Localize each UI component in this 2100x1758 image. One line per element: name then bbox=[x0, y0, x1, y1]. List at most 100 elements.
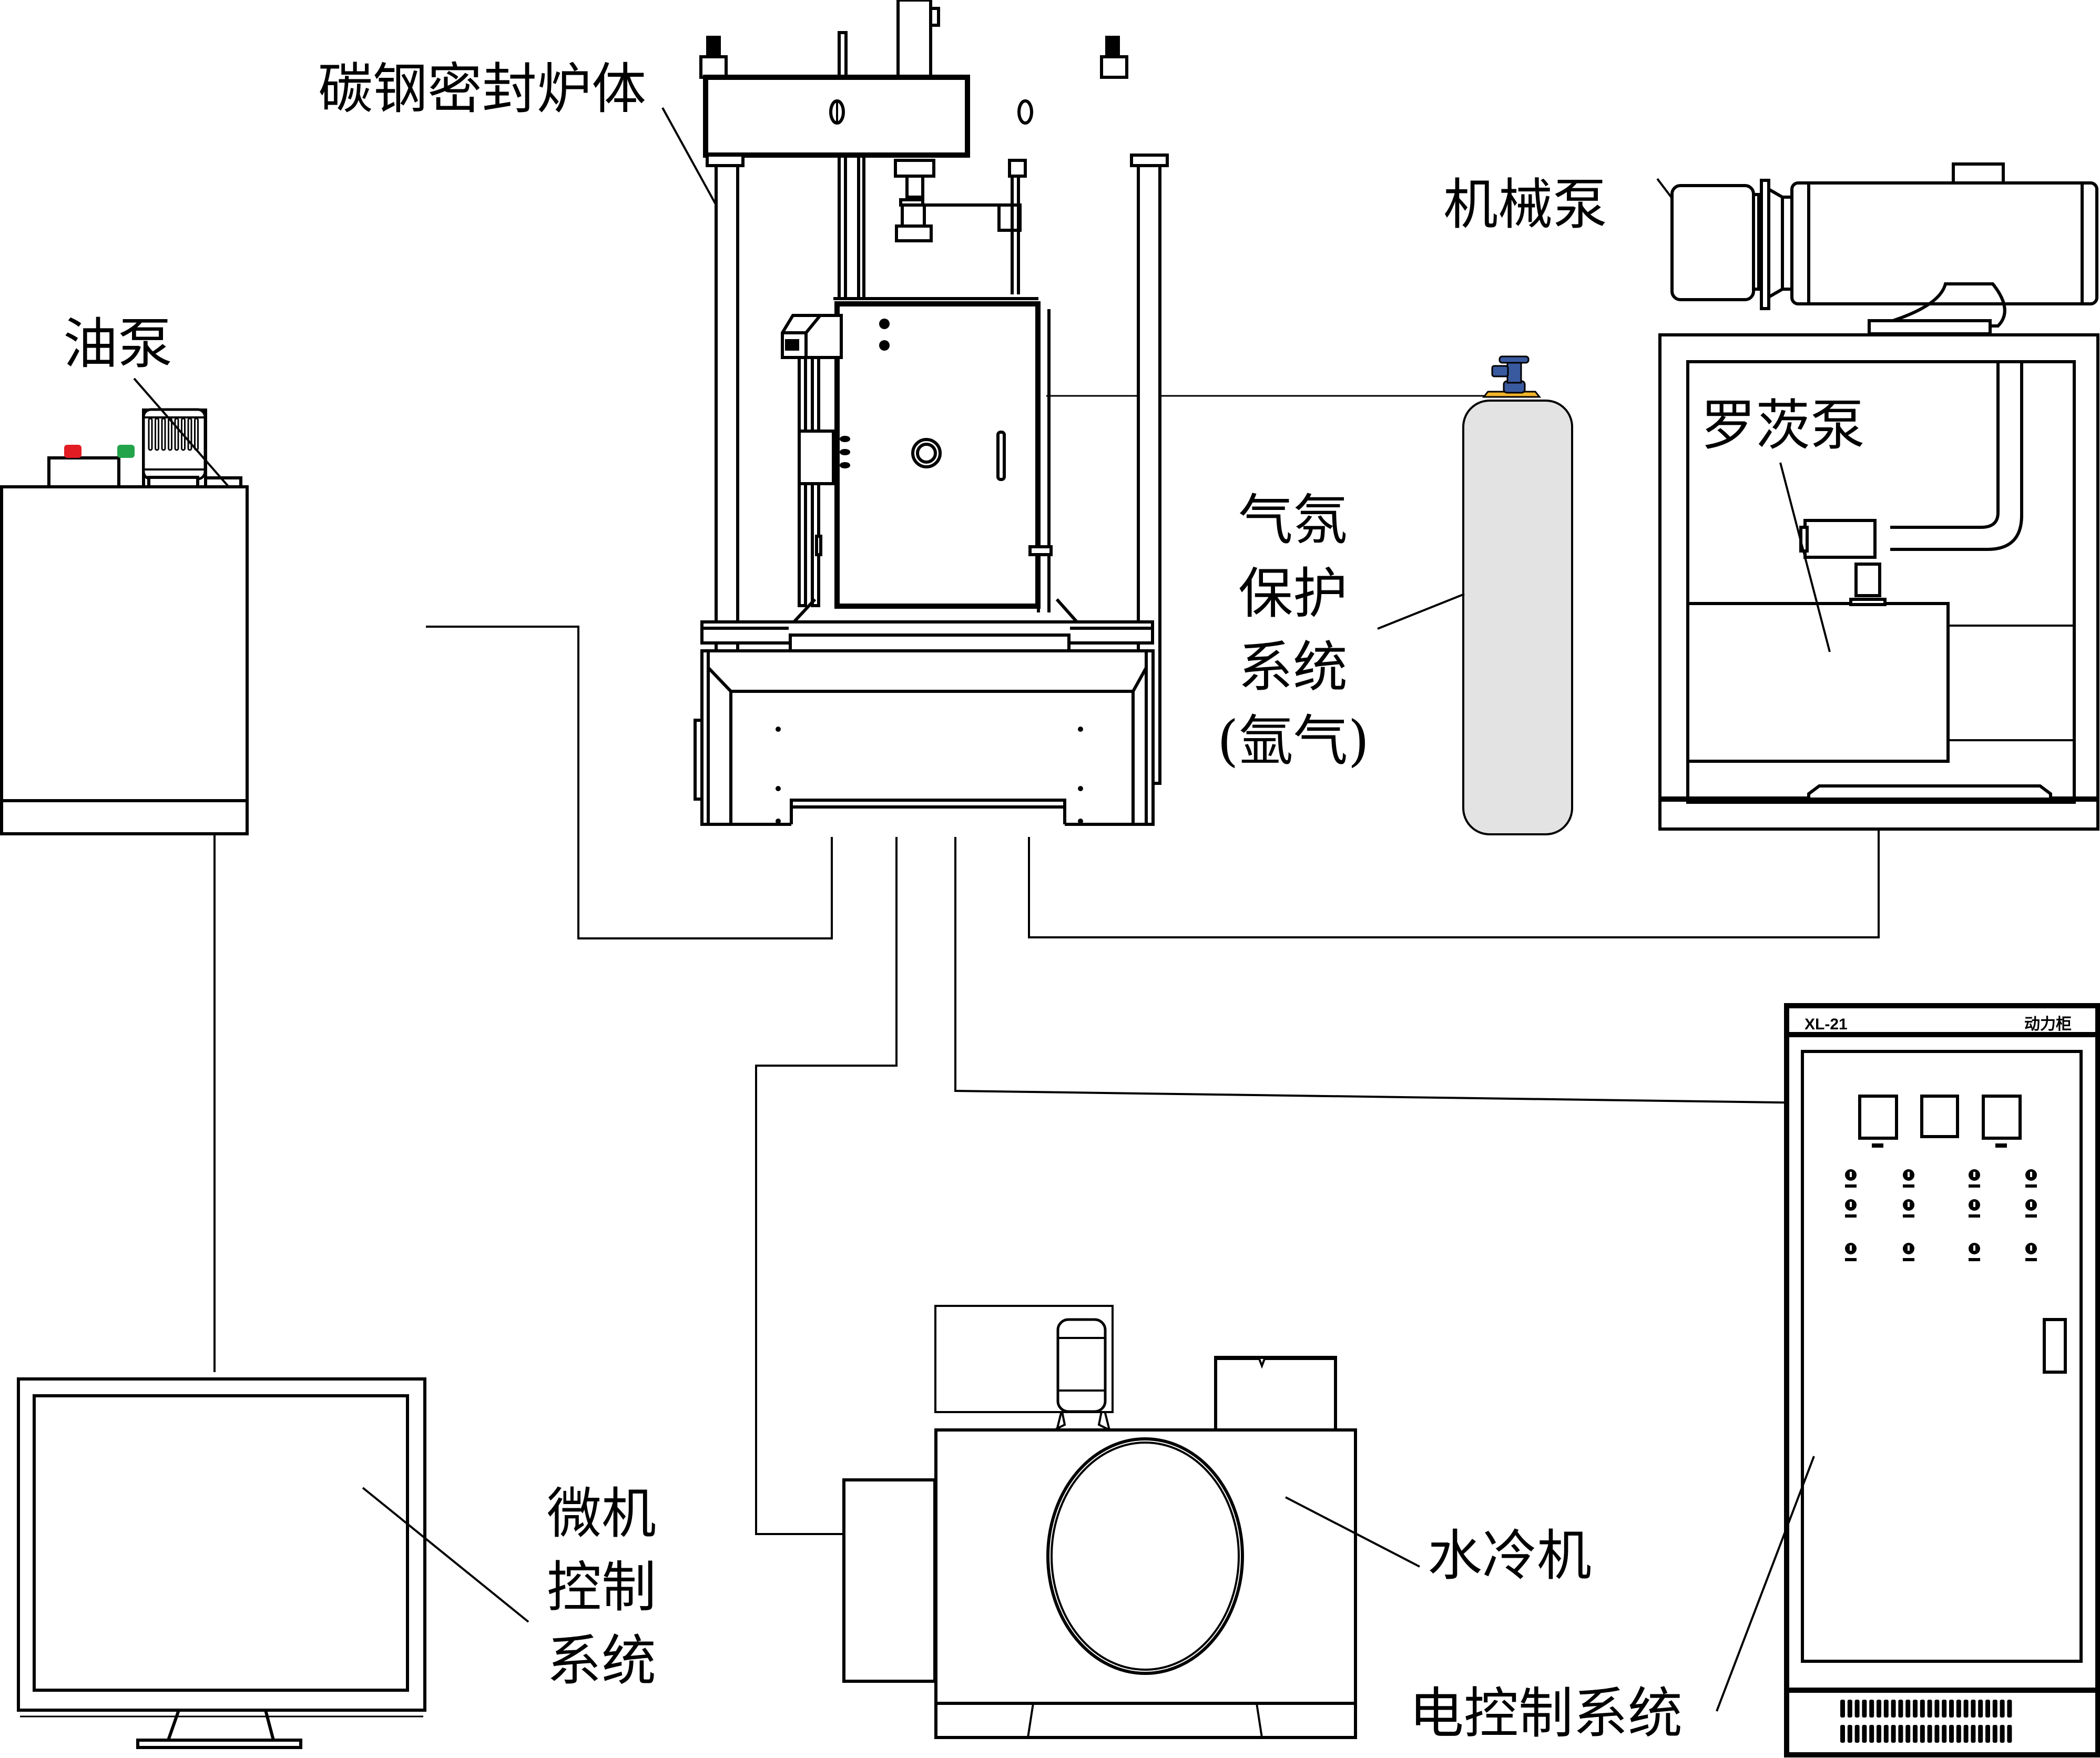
cabinet-door[interactable] bbox=[1801, 1050, 2083, 1663]
light-highlight bbox=[1850, 1202, 1852, 1207]
start-button[interactable] bbox=[117, 445, 135, 458]
vent-slot bbox=[1949, 1700, 1954, 1718]
chiller-body bbox=[934, 1428, 1357, 1739]
vent-slot bbox=[1934, 1700, 1940, 1718]
vent-slot bbox=[1985, 1725, 1990, 1743]
vent-slot bbox=[2000, 1700, 2005, 1718]
label-furnace: 碳钢密封炉体 bbox=[318, 57, 646, 121]
cabinet-handle[interactable] bbox=[2043, 1318, 2067, 1374]
motor-fin bbox=[148, 417, 153, 451]
vent-slot bbox=[1898, 1725, 1903, 1743]
argon-cylinder[interactable] bbox=[1462, 355, 1573, 835]
vent-slot bbox=[1847, 1725, 1852, 1743]
vent-slot bbox=[1854, 1725, 1860, 1743]
cabinet-vents bbox=[1840, 1700, 2012, 1743]
vent-slot bbox=[1978, 1700, 1983, 1718]
vent-slot bbox=[1840, 1700, 1845, 1718]
light-base bbox=[1845, 1214, 1857, 1218]
vent-slot bbox=[1862, 1725, 1867, 1743]
vent-slot bbox=[1862, 1700, 1867, 1718]
vent-slot bbox=[1949, 1725, 1954, 1743]
vent-slot bbox=[2000, 1725, 2005, 1743]
connection-lines bbox=[213, 395, 1880, 1535]
chiller-side-box bbox=[842, 1478, 936, 1683]
label-gas-line-3: 系统 bbox=[1238, 635, 1348, 699]
light-highlight bbox=[1850, 1172, 1852, 1177]
light-highlight bbox=[1973, 1202, 1975, 1207]
pipe-furnace-rootspump bbox=[1028, 799, 1880, 938]
power-cabinet[interactable]: XL-21 动力柜 bbox=[1784, 1003, 2100, 1757]
label-gas-line-4: (氩气) bbox=[1217, 709, 1369, 773]
vent-slot bbox=[1927, 1700, 1932, 1718]
vent-slot bbox=[1847, 1700, 1852, 1718]
vent-slot bbox=[1898, 1700, 1903, 1718]
vent-slot bbox=[1869, 1725, 1874, 1743]
label-mechanical-pump: 机械泵 bbox=[1443, 172, 1607, 237]
motor-fin bbox=[194, 417, 199, 451]
furnace[interactable] bbox=[694, 0, 1169, 837]
label-roots-pump: 罗茨泵 bbox=[1701, 393, 1865, 457]
vent-slot bbox=[2007, 1700, 2012, 1718]
meter-3 bbox=[1982, 1095, 2022, 1140]
vent-slot bbox=[1934, 1725, 1940, 1743]
vent-slot bbox=[1891, 1725, 1896, 1743]
vent-slot bbox=[1840, 1725, 1845, 1743]
motor-fin bbox=[155, 417, 159, 451]
label-oil-pump: 油泵 bbox=[63, 312, 172, 376]
vent-slot bbox=[1877, 1725, 1881, 1743]
pump-housing bbox=[1790, 181, 2098, 305]
light-base bbox=[1845, 1184, 1857, 1188]
cabinet-name: 动力柜 bbox=[2024, 1016, 2072, 1033]
label-gas-line-1: 气氛 bbox=[1238, 488, 1348, 552]
oil-pump[interactable] bbox=[0, 445, 249, 835]
valve-icon[interactable] bbox=[1506, 361, 1522, 384]
vent-slot bbox=[1971, 1700, 1976, 1718]
light-highlight bbox=[1908, 1245, 1910, 1251]
water-chiller[interactable] bbox=[842, 1305, 1357, 1739]
labels: 碳钢密封炉体 油泵 机械泵 罗茨泵 气氛 保护 系统 (氩气) 微机 控制 系统… bbox=[63, 57, 1865, 1745]
cylinder-body bbox=[1462, 400, 1573, 835]
label-electric-control: 电控制系统 bbox=[1409, 1681, 1683, 1745]
indicator-lights bbox=[1845, 1169, 2037, 1261]
vent-slot bbox=[1927, 1725, 1932, 1743]
light-highlight bbox=[1850, 1245, 1852, 1251]
light-highlight bbox=[2030, 1202, 2032, 1207]
light-highlight bbox=[1908, 1172, 1910, 1177]
vent-slot bbox=[1956, 1725, 1961, 1743]
light-highlight bbox=[1908, 1202, 1910, 1207]
oil-tank bbox=[0, 485, 249, 835]
light-highlight bbox=[1973, 1172, 1975, 1177]
vent-slot bbox=[1883, 1700, 1889, 1718]
chamber-door[interactable] bbox=[834, 301, 1041, 609]
vent-slot bbox=[1942, 1700, 1947, 1718]
microcomputer[interactable] bbox=[17, 1377, 426, 1749]
light-base bbox=[1969, 1184, 1980, 1188]
roots-pump[interactable] bbox=[1658, 333, 2099, 831]
label-water-chiller: 水冷机 bbox=[1428, 1524, 1592, 1588]
vent-slot bbox=[1877, 1700, 1881, 1718]
mechanical-pump[interactable] bbox=[1670, 162, 2098, 335]
vent-slot bbox=[1920, 1700, 1925, 1718]
vent-slot bbox=[1891, 1700, 1896, 1718]
vent-slot bbox=[1992, 1725, 1997, 1743]
chiller-pump-motor bbox=[1054, 1318, 1110, 1431]
vent-slot bbox=[1971, 1725, 1976, 1743]
vent-slot bbox=[1942, 1725, 1947, 1743]
vent-slot bbox=[1869, 1700, 1874, 1718]
light-base bbox=[2025, 1214, 2037, 1218]
pump-motor bbox=[1670, 184, 1755, 301]
light-highlight bbox=[1973, 1245, 1975, 1251]
vent-slot bbox=[1905, 1725, 1911, 1743]
light-base bbox=[1969, 1214, 1980, 1218]
top-cylinder bbox=[896, 0, 932, 79]
vent-slot bbox=[1854, 1700, 1860, 1718]
monitor-screen bbox=[33, 1394, 409, 1692]
vent-slot bbox=[1883, 1725, 1889, 1743]
motor-fin bbox=[187, 417, 192, 451]
light-base bbox=[1969, 1258, 1980, 1261]
light-highlight bbox=[2030, 1172, 2032, 1177]
stop-button[interactable] bbox=[64, 445, 81, 458]
meter-1 bbox=[1858, 1095, 1898, 1140]
chiller-tank bbox=[1215, 1358, 1337, 1430]
cylinder-collar bbox=[1482, 391, 1542, 398]
